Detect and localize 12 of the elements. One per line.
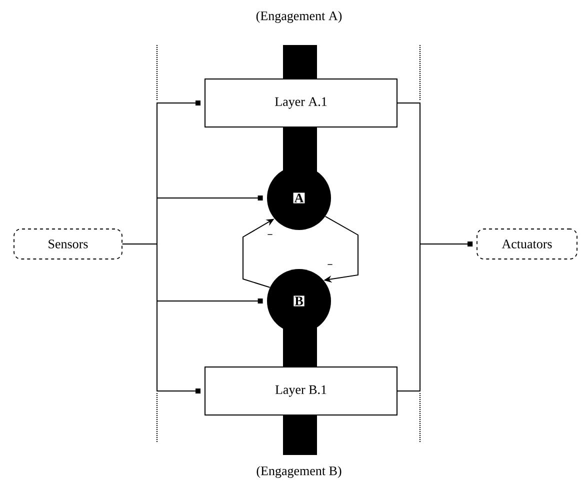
edge-label: − <box>266 233 274 239</box>
connector <box>397 242 473 392</box>
engagement-label: (Engagement A) <box>256 11 342 23</box>
terminal-box: Sensors <box>14 228 122 260</box>
layer-box: Layer A.1 <box>204 78 398 128</box>
layer-box: Layer B.1 <box>204 366 398 416</box>
engagement-label: (Engagement B) <box>256 466 342 478</box>
connector <box>122 244 200 394</box>
edge-label: − <box>326 263 334 269</box>
node-label: B <box>294 296 303 306</box>
node-label: A <box>294 194 304 202</box>
terminal-box: Actuators <box>476 228 578 260</box>
